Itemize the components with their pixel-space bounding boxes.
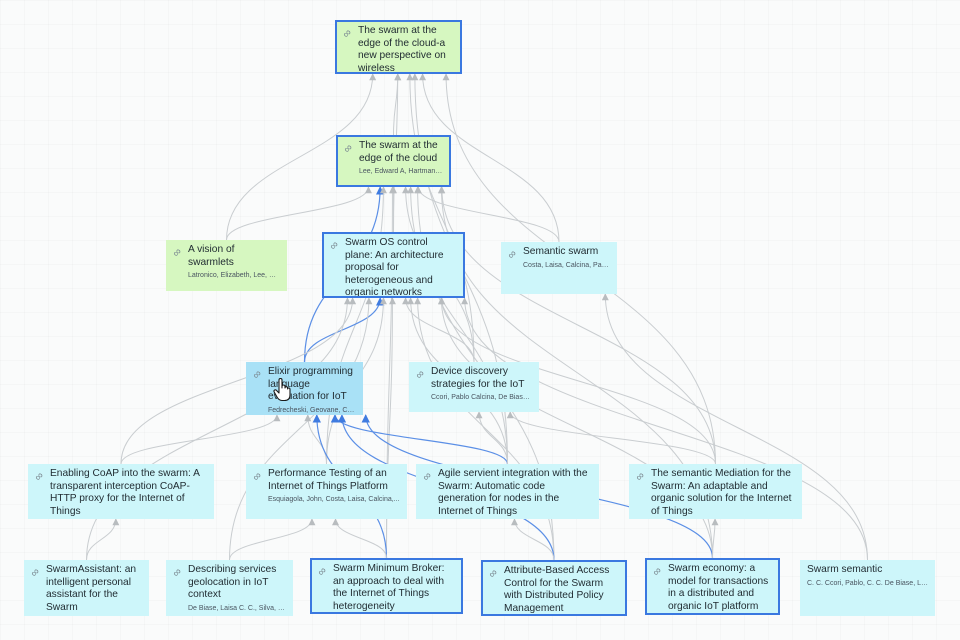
link-icon: ∞ [315,564,330,579]
citation-edge [601,293,868,561]
link-icon: ∞ [420,469,435,484]
citation-edge [226,73,377,241]
citation-edge [510,518,555,561]
paper-authors: Esquiagola, John, Costa, Laisa, Calcina,… [268,496,400,503]
paper-title: Device discovery strategies for the IoT [431,366,525,390]
paper-node[interactable]: Swarm semantic C. C. Ccori, Pablo, C. C. … [800,560,935,616]
citation-edge [86,297,351,561]
link-icon: ∞ [341,141,356,156]
citation-edge [438,186,716,465]
paper-node[interactable]: ∞SwarmAssistant: an intelligent personal… [24,560,149,616]
paper-node[interactable]: ∞Swarm economy: a model for transactions… [645,558,780,615]
link-icon: ∞ [250,469,265,484]
citation-edge [330,414,509,465]
link-icon: ∞ [486,566,501,581]
paper-authors: Fedrecheski, Geovane, Cost... [268,406,356,414]
paper-node[interactable]: ∞Swarm Minimum Broker: an approach to de… [310,558,463,614]
citation-edge [120,414,281,465]
citation-edge [86,518,120,561]
paper-title: The swarm at the edge of the cloud-a new… [358,25,446,74]
paper-authors: C. C. Ccori, Pablo, C. C. De Biase, Lais… [807,579,928,587]
citation-edge [226,186,372,241]
paper-title: Swarm Minimum Broker: an approach to dea… [333,563,445,612]
citation-edge [402,297,475,363]
hand-cursor-icon [273,378,291,402]
citation-edge [326,186,387,465]
link-icon: ∞ [170,565,185,580]
paper-authors: Ccori, Pablo Calcina, De Biase, ... [431,394,532,401]
citation-edge [711,518,719,559]
citation-edge [120,297,357,465]
paper-title: The swarm at the edge of the cloud [359,140,438,164]
paper-authors: Latronico, Elizabeth, Lee, Ed... [188,272,280,279]
citation-edge [475,411,508,465]
paper-node[interactable]: ∞Device discovery strategies for the IoT… [409,362,539,412]
citation-edge [506,411,716,465]
citation-edge [332,518,387,559]
paper-title: A vision of swarmlets [188,244,235,268]
paper-title: Semantic swarm [523,246,599,257]
paper-title: SwarmAssistant: an intelligent personal … [46,564,137,613]
link-icon: ∞ [28,565,43,580]
citation-edge [407,186,508,465]
paper-node[interactable]: ∞The semantic Mediation for the Swarm: A… [629,464,802,519]
link-icon: ∞ [327,238,342,253]
citation-edge [437,297,713,559]
paper-authors: Costa, Laisa, Calcina, Pabl... [523,261,610,269]
link-icon: ∞ [650,564,665,579]
paper-title: Swarm OS control plane: An architecture … [345,237,444,298]
paper-title: Attribute-Based Access Control for the S… [504,565,610,614]
paper-node[interactable]: ∞Swarm OS control plane: An architecture… [322,232,465,298]
link-icon: ∞ [505,247,520,262]
citation-edge [414,186,560,243]
link-icon: ∞ [633,469,648,484]
paper-title: Elixir programming language evaluation f… [268,366,353,402]
paper-authors: De Biase, Laisa C. C., Silva, Flávio C..… [188,604,286,612]
paper-authors: Lee, Edward A, Hartmann,... [359,168,443,175]
link-icon: ∞ [250,367,265,382]
paper-node[interactable]: ∞The swarm at the edge of the cloud-a ne… [335,20,462,74]
link-icon: ∞ [170,245,185,260]
citation-edge [461,297,868,561]
link-icon: ∞ [413,367,428,382]
citation-edge [229,297,373,561]
citation-edge [438,297,716,465]
link-icon: ∞ [340,26,355,41]
paper-title: Swarm semantic [807,564,883,575]
citation-edge [229,518,316,561]
link-icon: ∞ [32,469,47,484]
paper-title: Performance Testing of an Internet of Th… [268,468,388,492]
paper-node[interactable]: ∞Performance Testing of an Internet of T… [246,464,407,519]
paper-node[interactable]: ∞Elixir programming language evaluation … [246,362,363,415]
citation-edge [304,414,327,465]
paper-title: Agile servient integration with the Swar… [438,468,588,517]
paper-node[interactable]: ∞Attribute-Based Access Control for the … [481,560,627,616]
citation-edge [419,73,560,243]
paper-title: Enabling CoAP into the swarm: A transpar… [50,468,200,517]
paper-node[interactable]: ∞Describing services geolocation in IoT … [166,560,293,616]
paper-node[interactable]: ∞Agile servient integration with the Swa… [416,464,599,519]
paper-title: Swarm economy: a model for transactions … [668,563,769,612]
citation-edge [386,297,396,559]
paper-title: Describing services geolocation in IoT c… [188,564,277,600]
paper-title: The semantic Mediation for the Swarm: An… [651,468,792,517]
citation-edge [414,297,555,561]
citation-edge [406,73,475,363]
paper-node[interactable]: ∞Enabling CoAP into the swarm: A transpa… [28,464,214,519]
